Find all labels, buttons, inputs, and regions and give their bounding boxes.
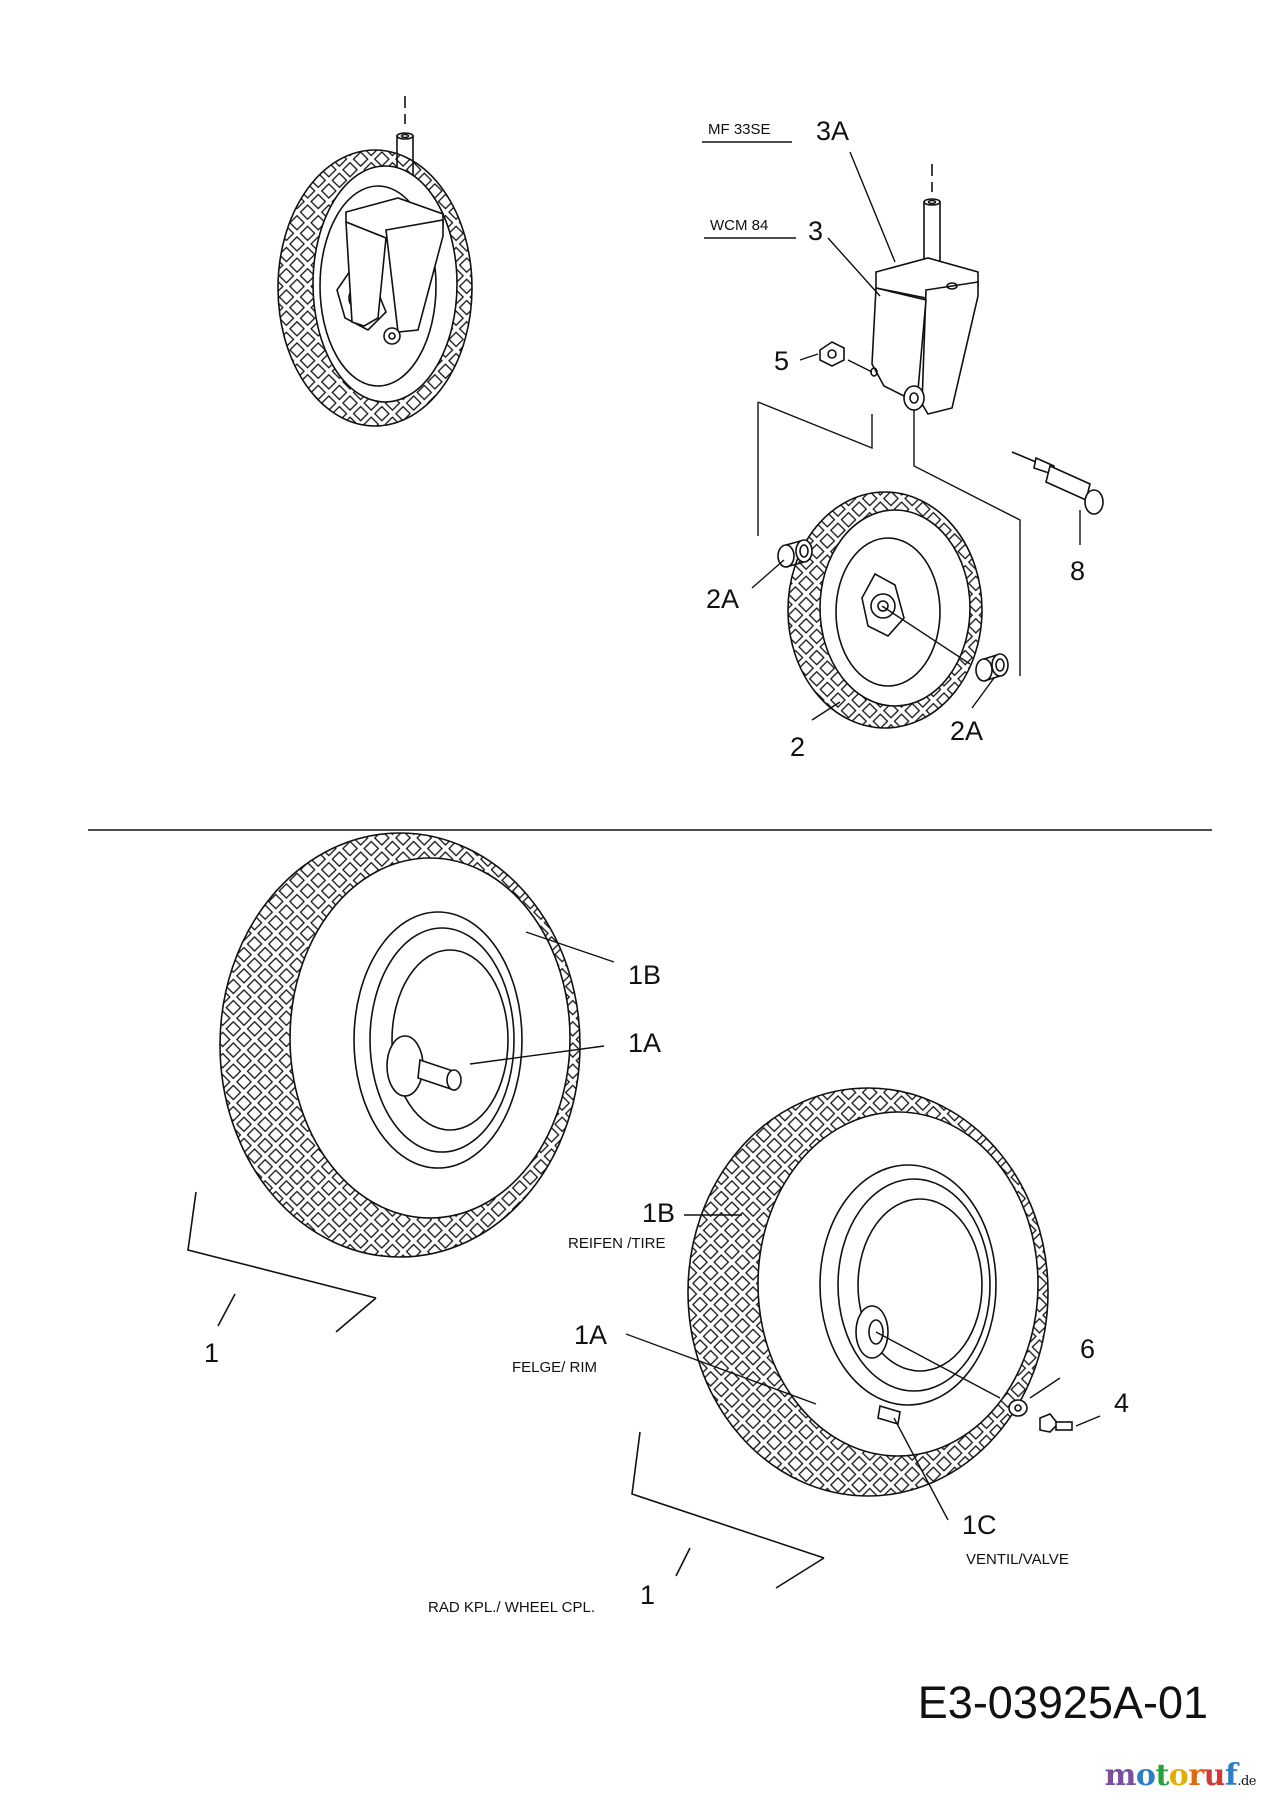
label-part-2a-left: 2A <box>706 584 739 614</box>
label-part-6: 6 <box>1080 1334 1095 1364</box>
assembled-caster-wheel <box>277 96 473 427</box>
wheel-part-2 <box>787 491 983 729</box>
label-part-2a-right: 2A <box>950 716 983 746</box>
label-rad-wheel-cpl: RAD KPL./ WHEEL CPL. <box>428 1599 595 1616</box>
watermark-letter: t <box>1155 1758 1169 1793</box>
label-wcm-84: WCM 84 <box>710 217 768 234</box>
label-mf-33se: MF 33SE <box>708 121 771 138</box>
label-part-1-left: 1 <box>204 1338 219 1368</box>
large-wheel-left <box>219 832 581 1258</box>
watermark-letter: u <box>1203 1758 1226 1793</box>
label-part-3: 3 <box>808 216 823 246</box>
label-part-8: 8 <box>1070 556 1085 586</box>
label-ventil-valve: VENTIL/VALVE <box>966 1551 1069 1568</box>
axle-bolt-part-8 <box>1011 451 1104 515</box>
watermark-domain: .de <box>1237 1774 1256 1789</box>
bracket-part-1-bottom <box>631 1431 825 1559</box>
bracket-part-1-left <box>187 1191 377 1299</box>
leader-lines-top <box>702 141 1081 721</box>
nut-part-5 <box>819 341 845 367</box>
label-part-1-bottom: 1 <box>640 1580 655 1610</box>
watermark-letter: o <box>1168 1758 1189 1793</box>
large-wheel-right <box>687 1087 1049 1497</box>
label-part-3a: 3A <box>816 116 849 146</box>
label-reifen-tire: REIFEN /TIRE <box>568 1235 666 1252</box>
leader-lines-bottom <box>469 931 1101 1521</box>
label-part-5: 5 <box>774 346 789 376</box>
label-part-4: 4 <box>1114 1388 1129 1418</box>
watermark-logo: motoruf.de <box>1104 1758 1257 1793</box>
watermark-letter: o <box>1135 1758 1156 1793</box>
caster-fork <box>870 164 979 415</box>
bolt-part-4 <box>1039 1413 1073 1433</box>
label-part-1c: 1C <box>962 1510 997 1540</box>
watermark-letter: f <box>1224 1758 1238 1793</box>
label-part-1b-bottom: 1B <box>642 1198 675 1228</box>
assembly-guide-lines <box>757 359 1021 676</box>
watermark-letter: r <box>1188 1758 1204 1793</box>
label-part-1a-top: 1A <box>628 1028 661 1058</box>
label-felge-rim: FELGE/ RIM <box>512 1359 597 1376</box>
bushing-2a-right <box>975 653 1009 682</box>
washer-part-6 <box>1008 1399 1028 1417</box>
label-part-2: 2 <box>790 732 805 762</box>
label-part-1b-top: 1B <box>628 960 661 990</box>
label-part-1a-bottom: 1A <box>574 1320 607 1350</box>
watermark-letter: m <box>1104 1758 1137 1793</box>
bushing-2a-left <box>777 539 813 568</box>
document-code: E3-03925A-01 <box>918 1677 1208 1728</box>
